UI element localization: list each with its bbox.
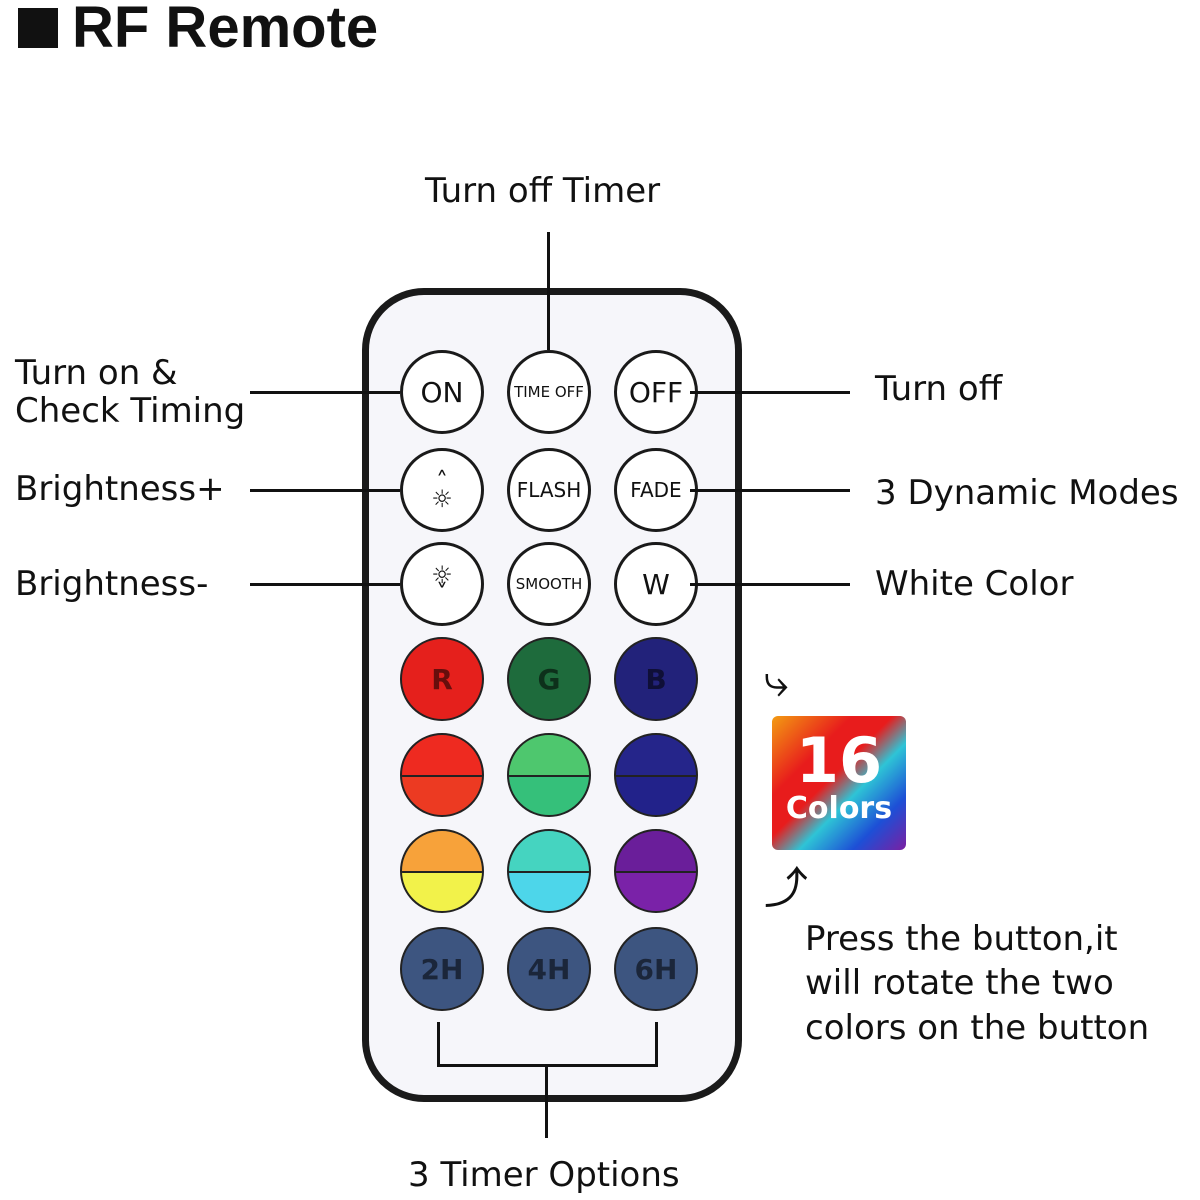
button-label: B — [645, 662, 667, 696]
label-turn-on-2: Check Timing — [15, 391, 246, 431]
title-text: RF Remote — [72, 0, 379, 60]
w-button[interactable]: W — [614, 542, 698, 626]
badge-number: 16 — [795, 724, 883, 797]
brightness-up-icon-button[interactable]: ˄ ☼ — [400, 448, 484, 532]
brightness-down-icon: ☼ ˅ — [431, 561, 453, 607]
timer-6h-button[interactable]: 6H — [614, 927, 698, 1011]
leader-line — [690, 391, 850, 394]
leader-line — [250, 391, 400, 394]
brightness-up-icon: ˄ ☼ — [431, 467, 453, 513]
label-brightness-plus: Brightness+ — [15, 469, 225, 509]
bracket-line — [437, 1022, 440, 1067]
page-title: RF Remote — [18, 0, 378, 61]
bracket-line — [545, 1064, 548, 1138]
leader-line — [547, 232, 550, 350]
smooth-button[interactable]: SMOOTH — [507, 542, 591, 626]
label-press-2: will rotate the two — [805, 963, 1114, 1003]
button-label: W — [642, 567, 670, 601]
button-label: 2H — [420, 952, 464, 986]
split-line — [402, 775, 482, 777]
button-label: OFF — [628, 375, 684, 409]
leader-line — [250, 583, 400, 586]
bracket-line — [655, 1022, 658, 1067]
flash-button[interactable]: FLASH — [507, 448, 591, 532]
label-white-color: White Color — [875, 564, 1074, 604]
leader-line — [690, 489, 850, 492]
button-label: TIME OFF — [514, 383, 584, 401]
brightness-down-icon-button[interactable]: ☼ ˅ — [400, 542, 484, 626]
label-press-1: Press the button,it — [805, 919, 1118, 959]
color-button[interactable]: G — [507, 637, 591, 721]
color-button[interactable] — [400, 829, 484, 913]
timer-2h-button[interactable]: 2H — [400, 927, 484, 1011]
timer-4h-button[interactable]: 4H — [507, 927, 591, 1011]
button-label: G — [537, 662, 561, 696]
leader-line — [690, 583, 850, 586]
label-dynamic-modes: 3 Dynamic Modes — [875, 473, 1179, 513]
button-label: 4H — [527, 952, 571, 986]
on-button[interactable]: ON — [400, 350, 484, 434]
split-line — [509, 871, 589, 873]
button-label: SMOOTH — [515, 575, 583, 593]
rotate-arrow-icon: ⤷ — [764, 656, 789, 707]
label-turn-off-timer: Turn off Timer — [425, 171, 661, 211]
button-label: FLASH — [516, 478, 582, 502]
leader-line — [250, 489, 400, 492]
off-button[interactable]: OFF — [614, 350, 698, 434]
color-button[interactable]: R — [400, 637, 484, 721]
button-label: R — [431, 662, 453, 696]
sixteen-colors-badge: 16 Colors — [772, 716, 906, 850]
button-label: FADE — [630, 478, 682, 502]
split-line — [402, 871, 482, 873]
label-brightness-minus: Brightness- — [15, 564, 209, 604]
color-button[interactable] — [614, 733, 698, 817]
label-turn-off: Turn off — [875, 369, 1003, 409]
color-button[interactable] — [507, 733, 591, 817]
split-line — [616, 775, 696, 777]
label-turn-on-1: Turn on & — [15, 353, 178, 393]
fade-button[interactable]: FADE — [614, 448, 698, 532]
badge-label: Colors — [785, 791, 893, 826]
color-button[interactable] — [400, 733, 484, 817]
button-label: ON — [420, 375, 464, 409]
color-button[interactable] — [614, 829, 698, 913]
label-timer-options: 3 Timer Options — [408, 1155, 680, 1195]
split-line — [616, 871, 696, 873]
button-label: 6H — [634, 952, 678, 986]
color-button[interactable]: B — [614, 637, 698, 721]
title-bullet-icon — [18, 7, 58, 48]
label-press-3: colors on the button — [805, 1008, 1150, 1048]
split-line — [509, 775, 589, 777]
color-button[interactable] — [507, 829, 591, 913]
rotate-arrow-icon: ⤴ — [764, 863, 808, 914]
time-off-button[interactable]: TIME OFF — [507, 350, 591, 434]
